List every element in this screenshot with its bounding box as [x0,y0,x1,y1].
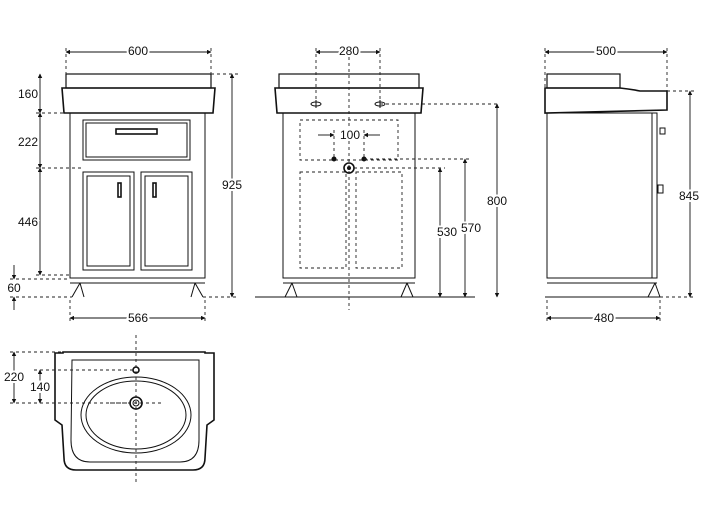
front-door-right [140,171,193,271]
back-view: 280 100 530 570 800 [255,42,509,310]
dim-280: 280 [339,44,359,58]
front-cabinet [69,112,206,279]
front-drawer [82,119,191,161]
front-basin-rim [65,73,212,89]
dim-446: 446 [18,215,38,229]
dim-222: 222 [18,135,38,149]
front-view: 600 566 160 222 446 60 925 [5,42,244,327]
door-handle-left [117,182,122,198]
dim-800: 800 [487,194,507,208]
dim-600: 600 [128,44,148,58]
back-basin-body [274,87,424,114]
dim-530: 530 [437,225,457,239]
front-basin-body [61,87,216,114]
dim-60: 60 [7,281,21,295]
top-outline [54,351,215,471]
drawer-handle [115,128,158,135]
front-door-right-inner [144,175,189,267]
top-view: 220 140 [2,335,215,482]
dim-140: 140 [30,380,50,394]
door-handle-right [152,182,157,198]
side-cabinet [546,112,658,279]
front-legs [71,282,204,298]
side-backsplash [546,73,621,89]
front-door-left-inner [86,175,131,267]
side-view: 500 480 845 [544,42,701,327]
dim-480: 480 [594,311,614,325]
dim-570: 570 [461,221,481,235]
front-door-left [82,171,135,271]
dim-160: 160 [18,87,38,101]
dim-500: 500 [596,44,616,58]
front-drawer-inner [85,122,188,158]
dim-220: 220 [4,370,24,384]
dim-100: 100 [340,128,360,142]
dim-925: 925 [222,178,242,192]
side-basin [544,87,668,114]
dim-845: 845 [679,189,699,203]
top-inner-rim [70,359,200,463]
dim-566: 566 [128,311,148,325]
